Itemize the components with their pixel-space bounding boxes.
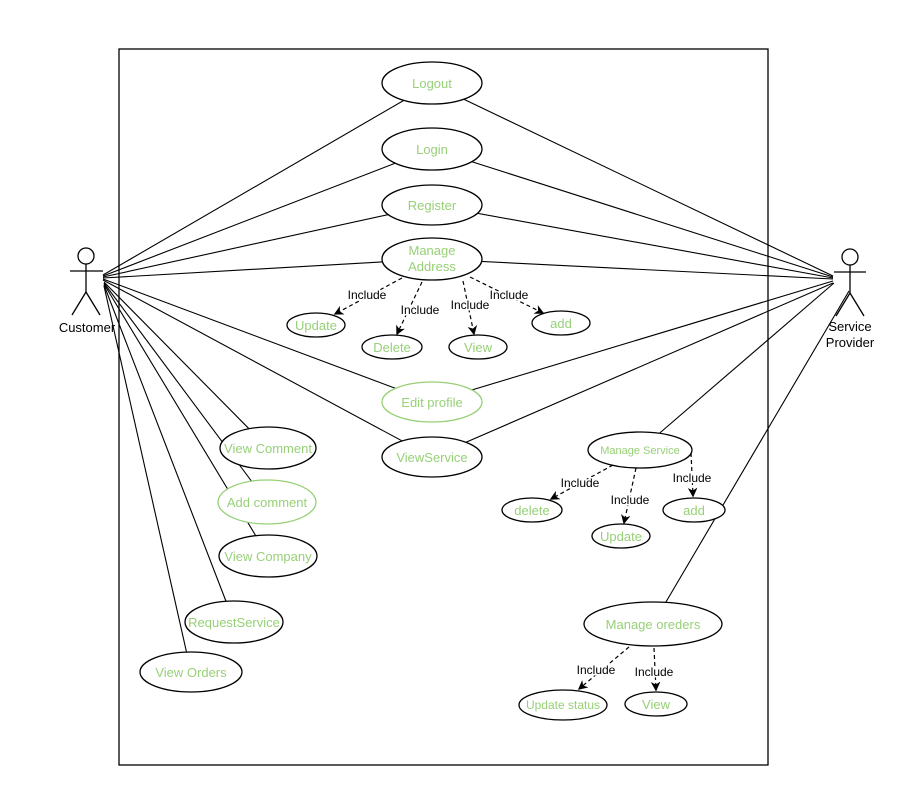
service-provider-right-leg [849,292,865,317]
association-customer-view-comment [103,281,269,449]
include-label-address-add: Include [490,288,529,302]
service-provider-label-line2: Provider [826,335,875,350]
association-customer-logout [102,83,433,276]
use-case-add-comment [217,479,317,525]
use-case-view-comment-label: View Comment [224,441,312,456]
use-case-address-view-label: View [464,340,493,355]
actor-service-provider: Service Provider [826,248,875,350]
use-case-manage-service-label: Manage Service [600,445,680,457]
include-label-service-update: Include [611,493,650,507]
use-case-manage-address [381,237,483,281]
include-arrow-address-view [462,280,478,336]
association-provider-viewservice [431,282,834,458]
use-case-service-update-label: Update [600,529,642,544]
use-case-register [381,184,483,226]
association-customer-register [102,204,433,278]
use-case-manage-orders [583,601,723,647]
use-case-register-label: Register [408,198,457,213]
use-case-orders-update-status [518,689,608,721]
system-boundary-rectangle [118,48,769,766]
use-case-address-delete-label: Delete [373,340,411,355]
include-arrow-address-delete [396,281,423,336]
use-case-orders-view [624,691,688,717]
use-case-manage-orders-label: Manage oreders [606,617,701,632]
use-case-view-company-label: View Company [224,549,312,564]
association-provider-manage-address [431,258,834,280]
association-customer-requestservice [103,284,235,623]
association-provider-manage-orders [652,290,850,625]
association-customer-manage-address [102,258,433,279]
use-case-view-comment [219,426,317,470]
customer-head [77,247,95,265]
use-case-address-view [448,334,508,360]
service-provider-left-leg [835,292,851,317]
use-case-manage-address-label-line1: Manage [409,243,456,258]
include-label-address-view: Include [451,298,490,312]
customer-right-leg [85,291,101,316]
use-case-service-add [662,497,726,523]
use-case-address-update [286,312,346,338]
use-case-logout-label: Logout [412,76,452,91]
customer-associations [102,83,433,673]
use-cases: Logout Login Register Manage Address Upd… [139,61,726,721]
customer-label: Customer [59,320,116,335]
use-case-viewservice [381,436,483,478]
include-arrow-orders-update-status [577,646,630,690]
include-label-address-update: Include [348,288,387,302]
use-case-address-add-label: add [550,316,572,331]
service-provider-associations [431,83,850,625]
use-case-edit-profile-label: Edit profile [401,395,462,410]
use-case-view-company [218,534,318,578]
association-provider-edit-profile [431,280,834,403]
use-case-service-add-label: add [683,503,705,518]
include-label-orders-update-status: Include [577,663,616,677]
association-provider-register [431,204,834,279]
service-provider-label-line1: Service [828,319,871,334]
use-case-login [381,127,483,171]
include-label-service-add: Include [673,471,712,485]
customer-left-leg [71,291,87,316]
use-case-service-delete [501,497,563,523]
use-case-requestservice [184,600,284,644]
include-label-service-delete: Include [561,476,600,490]
use-case-manage-address-label-line2: Address [408,259,456,274]
use-case-view-orders [139,651,243,693]
use-case-service-update [591,523,651,549]
include-label-address-delete: Include [401,303,440,317]
use-case-add-comment-label: Add comment [227,495,308,510]
use-case-view-orders-label: View Orders [155,665,227,680]
include-arrow-address-update [333,277,403,315]
use-case-edit-profile [381,381,483,423]
include-arrow-service-delete [549,464,614,500]
association-provider-manage-service [639,282,835,451]
use-case-login-label: Login [416,142,448,157]
use-case-logout [381,61,483,105]
association-provider-login [431,148,834,278]
use-case-viewservice-label: ViewService [396,450,467,465]
association-customer-view-orders [103,285,192,673]
use-case-address-delete [361,334,423,360]
use-case-orders-view-label: View [642,697,671,712]
include-arrow-orders-view [650,647,661,692]
association-provider-logout [431,83,834,277]
association-customer-viewservice [102,279,433,458]
use-case-manage-service [587,431,693,469]
association-customer-login [102,148,433,277]
use-case-address-add [531,310,591,336]
use-case-orders-update-status-label: Update status [526,698,600,712]
association-customer-edit-profile [102,278,433,403]
use-case-requestservice-label: RequestService [188,615,280,630]
use-case-service-delete-label: delete [514,503,549,518]
include-relationships: Include Include Include Include Include … [333,276,713,692]
service-provider-head [841,248,859,266]
include-arrow-service-update [621,467,637,525]
include-label-orders-view: Include [635,665,674,679]
actor-customer: Customer [59,247,116,335]
include-arrow-service-add [687,452,698,498]
use-case-address-update-label: Update [295,318,337,333]
